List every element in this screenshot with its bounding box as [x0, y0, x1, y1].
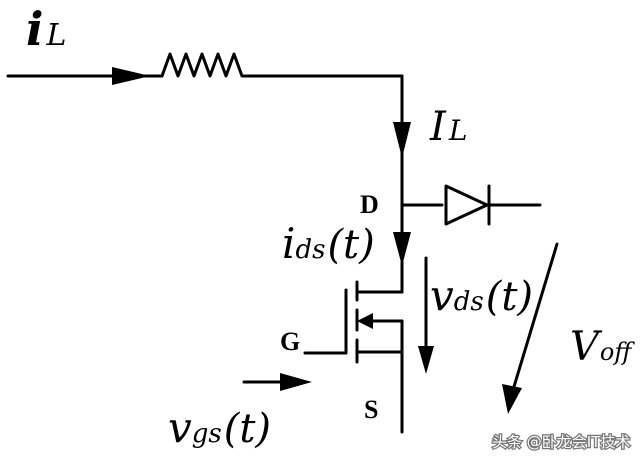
- diode-icon: [400, 184, 542, 226]
- vgs-arrow: [242, 373, 312, 391]
- label-vds: vds(t): [430, 271, 533, 320]
- label-drain: D: [360, 190, 379, 219]
- il-current-arrow: [393, 74, 411, 234]
- watermark: 头条 @卧龙会IT技术: [491, 432, 632, 453]
- label-source: S: [364, 395, 378, 424]
- svg-text:头条 @卧龙会IT技术: 头条 @卧龙会IT技术: [492, 433, 630, 451]
- mosfet-icon: [303, 280, 404, 434]
- label-vgs: vgs(t): [168, 403, 271, 452]
- label-ids: ids(t): [282, 219, 375, 268]
- input-current-arrow: [6, 67, 150, 85]
- label-voff: Voff: [570, 324, 635, 370]
- label-gate: G: [280, 327, 300, 356]
- voff-arrow: [502, 242, 559, 414]
- inductor-icon: [143, 52, 249, 78]
- vds-arrow: [418, 256, 434, 374]
- ids-current-arrow: [393, 232, 411, 294]
